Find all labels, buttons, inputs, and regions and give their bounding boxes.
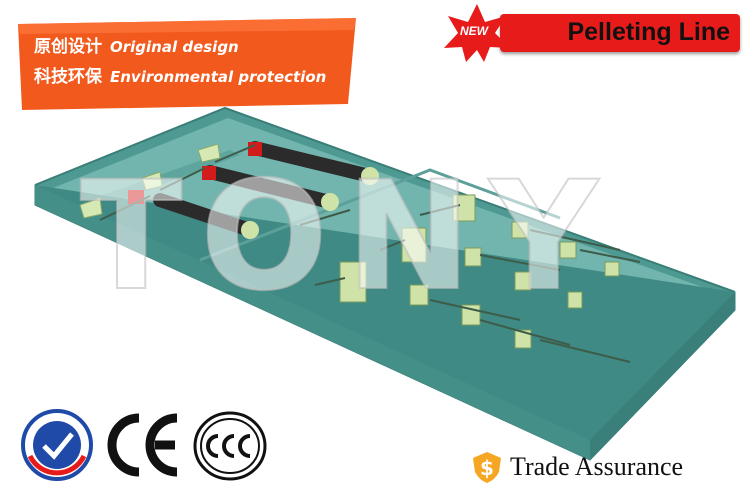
rotary-dryer-1 [248,141,379,185]
svg-text:$: $ [480,456,494,480]
dollar-shield-icon: $ [473,452,501,483]
slogan-banner: 原创设计 Original design 科技环保 Environmental pr… [18,18,356,110]
slogan-cn-2: 科技环保 [34,67,102,87]
pellet-machines [339,194,620,349]
trade-assurance: $ Trade Assurance [470,450,740,484]
ce-mark-icon [107,413,178,477]
new-badge-label: NEW [460,24,488,38]
supplier-assessment-icon [21,409,93,481]
new-star-icon [444,4,510,62]
banner-background [18,18,356,110]
tony-watermark: TONY [79,149,616,325]
slogan-line-2: 科技环保 Environmental protection [34,62,326,87]
title-box: Pelleting Line [500,14,740,52]
trade-assurance-label: Trade Assurance [510,452,684,481]
product-title: Pelleting Line [567,18,730,46]
slogan-line-1: 原创设计 Original design [34,32,239,57]
slogan-en-2: Environmental protection [110,68,327,86]
rotary-dryer-2 [202,165,339,211]
slogan-en-1: Original design [110,38,239,56]
slogan-cn-1: 原创设计 [34,37,102,57]
ccc-mark-icon [193,411,267,481]
